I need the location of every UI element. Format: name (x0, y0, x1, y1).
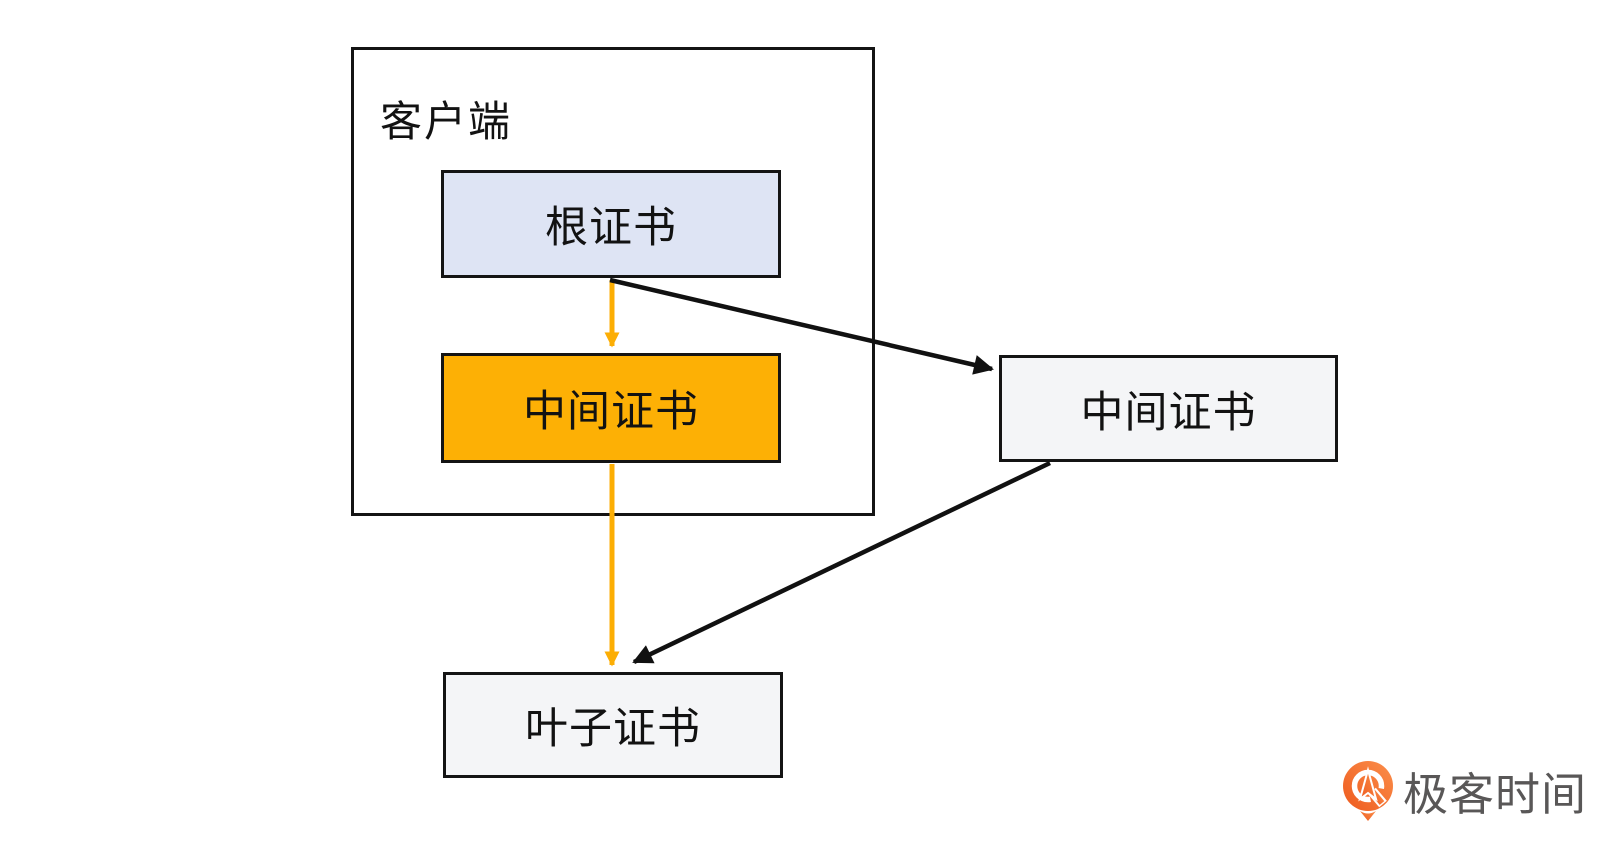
node-leaf-certificate: 叶子证书 (443, 672, 783, 778)
geektime-logo-text: 极客时间 (1403, 769, 1588, 820)
node-root-certificate: 根证书 (441, 170, 781, 278)
geektime-logo: 极客时间 (1341, 758, 1587, 823)
client-container-label: 客户端 (380, 98, 513, 145)
node-intermediate-certificate-remote: 中间证书 (999, 355, 1338, 462)
node-intermediate-certificate-local-label: 中间证书 (523, 388, 699, 436)
node-root-certificate-label: 根证书 (545, 204, 677, 252)
node-leaf-certificate-label: 叶子证书 (525, 705, 701, 753)
geektime-logo-icon (1343, 760, 1393, 821)
node-intermediate-certificate-remote-label: 中间证书 (1080, 388, 1257, 437)
node-intermediate-certificate-local: 中间证书 (441, 353, 781, 463)
